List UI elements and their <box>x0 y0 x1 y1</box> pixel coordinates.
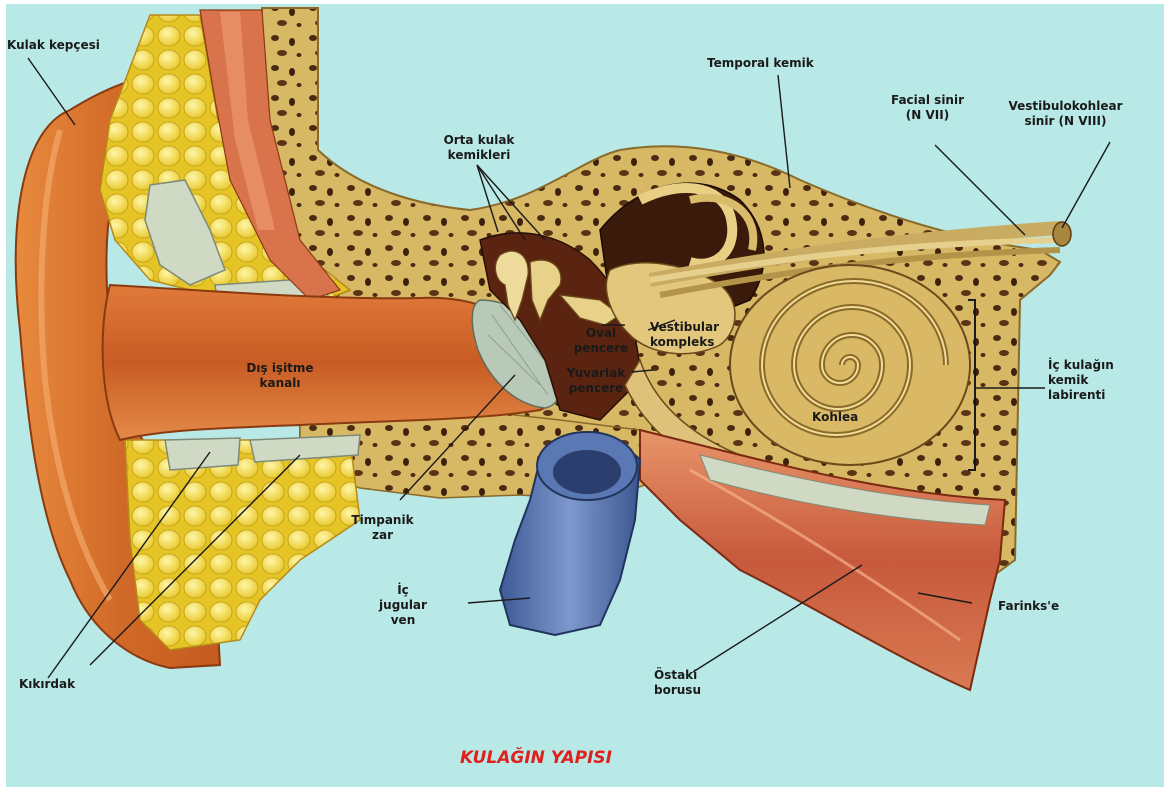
label-kohlea: Kohlea <box>812 410 858 425</box>
label-facial-sinir: Facial sinir (N VII) <box>875 93 980 123</box>
label-timpanik-zar: Timpanik zar <box>345 513 420 543</box>
label-ostaki-borusu: Östaki borusu <box>654 668 701 698</box>
diagram-title: KULAĞIN YAPISI <box>460 748 612 768</box>
label-kikirdak: Kıkırdak <box>19 677 75 692</box>
label-vestibulokohlear-sinir: Vestibulokohlear sinir (N VIII) <box>998 99 1133 129</box>
cochlea <box>730 265 970 465</box>
label-kulak-kepcesi: Kulak kepçesi <box>7 38 100 53</box>
label-yuvarlak-pencere: Yuvarlak pencere <box>556 366 636 396</box>
label-ic-jugular-ven: İç jugular ven <box>368 583 438 628</box>
label-ic-kulagin-kemik-labirenti: İç kulağın kemik labirenti <box>1048 358 1114 403</box>
label-vestibular-kompleks: Vestibular kompleks <box>650 320 719 350</box>
label-farinks: Farinks'e <box>998 599 1059 614</box>
label-temporal-kemik: Temporal kemik <box>707 56 814 71</box>
label-dis-isitme-kanali: Dış işitme kanalı <box>225 361 335 391</box>
label-oval-pencere: Oval pencere <box>566 326 636 356</box>
label-orta-kulak-kemikleri: Orta kulak kemikleri <box>414 133 544 163</box>
